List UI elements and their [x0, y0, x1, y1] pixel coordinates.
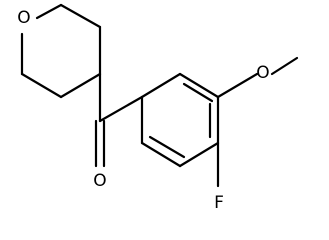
oxane-ring [20, 3, 102, 99]
bond-c5-c6 [20, 72, 63, 99]
bond-c4-c5 [59, 72, 102, 99]
bond-ar-1-2 [140, 72, 182, 99]
aromatic-inner-top [182, 82, 214, 103]
bond-aryl-methoxy-o [216, 72, 259, 99]
bond-ar-2-3 [178, 72, 220, 99]
bond-methoxy-o-ch3 [270, 56, 299, 76]
bond-ar-4-5 [178, 141, 220, 168]
bond-carbonyl-aryl [98, 95, 144, 123]
ring-oxygen-label: O [17, 8, 30, 28]
benzene-ring [140, 72, 220, 168]
bond-o-c2 [35, 3, 63, 20]
carbonyl-double-bond [94, 119, 106, 168]
bond-ar-5-6 [140, 141, 182, 168]
carbonyl-oxygen-label: O [93, 171, 106, 191]
atom-ring-oxygen: O [17, 8, 30, 28]
atom-fluorine: F [214, 193, 224, 213]
atom-methoxy-oxygen: O [256, 63, 269, 83]
bond-c2-c3 [59, 3, 102, 29]
atom-carbonyl-oxygen: O [93, 171, 106, 191]
fluorine-label: F [214, 193, 224, 213]
methoxy-oxygen-label: O [256, 63, 269, 83]
aromatic-inner-bottom [148, 135, 186, 159]
